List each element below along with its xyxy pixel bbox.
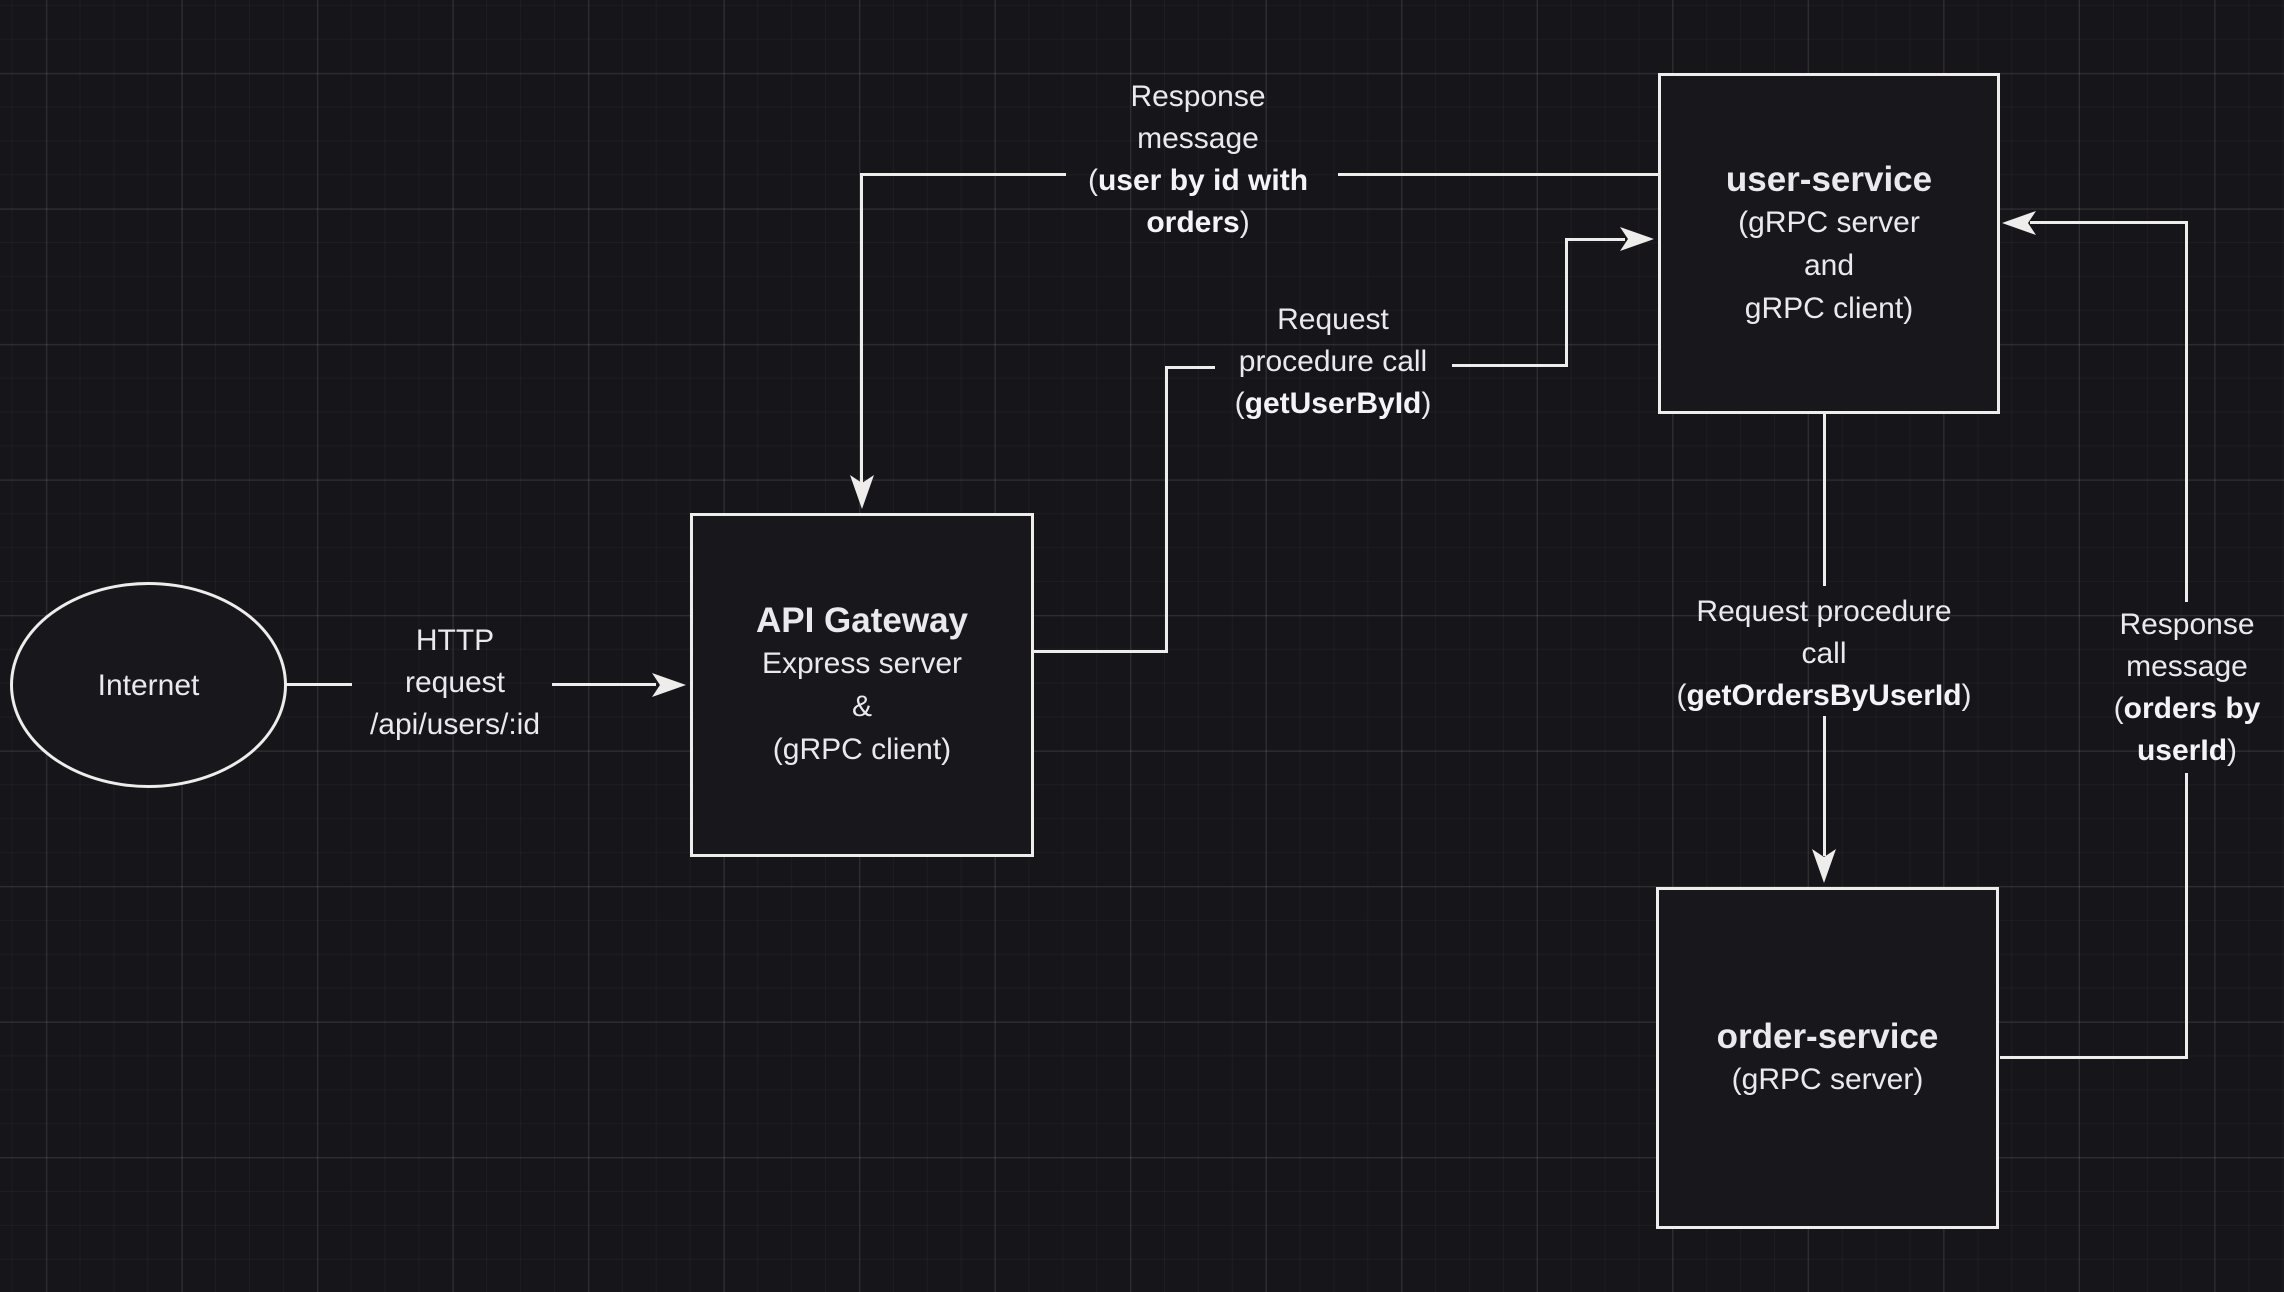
request-get-user-by-id-label: Request procedure call (getUserById) <box>1234 303 1432 420</box>
order-service-subtitle-line: (gRPC server) <box>1731 1063 1924 1096</box>
request-get-user-by-id-line-segment <box>1165 366 1168 653</box>
response-orders-line-segment <box>2000 1056 2188 1059</box>
request-get-orders-line-segment <box>1823 414 1826 586</box>
user-service-subtitle-line: and <box>1803 248 1855 282</box>
request-get-orders-line-segment <box>1823 716 1826 856</box>
user-service-subtitle-line: (gRPC server <box>1738 205 1920 239</box>
request-get-user-by-id-line-segment <box>1452 364 1568 367</box>
response-user-by-id-line-segment <box>860 173 863 483</box>
api-gateway-subtitle-line: & <box>851 690 872 723</box>
request-get-user-by-id-arrowhead <box>1620 226 1654 252</box>
request-get-orders-arrowhead <box>1811 849 1837 883</box>
node-user-service: user-service (gRPC server and gRPC clien… <box>1658 73 2000 414</box>
order-service-title: order-service <box>1716 1017 1939 1056</box>
internet-label: Internet <box>97 668 200 702</box>
response-user-by-id-line-segment <box>1338 173 1658 176</box>
api-gateway-subtitle-line: (gRPC client) <box>772 733 952 766</box>
node-internet: Internet <box>10 582 287 788</box>
response-user-by-id-arrowhead <box>849 475 875 509</box>
node-api-gateway: API Gateway Express server & (gRPC clien… <box>690 513 1034 857</box>
request-get-user-by-id-line-segment <box>1034 650 1168 653</box>
response-orders-line-segment <box>2185 222 2188 602</box>
node-order-service: order-service (gRPC server) <box>1656 887 1999 1229</box>
request-get-orders-label: Request procedure call (getOrdersByUserI… <box>1676 595 1972 712</box>
response-orders-arrowhead <box>2002 210 2036 236</box>
user-service-subtitle-line: gRPC client) <box>1744 291 1914 325</box>
http-request-line-segment <box>552 683 656 686</box>
user-service-title: user-service <box>1725 159 1933 199</box>
http-request-label: HTTP request /api/users/:id <box>369 624 541 741</box>
http-request-arrowhead <box>652 672 686 698</box>
response-orders-line-segment <box>2030 221 2188 224</box>
response-orders-line-segment <box>2185 773 2188 1059</box>
response-user-by-id-label: Response message (user by id with orders… <box>1087 80 1309 239</box>
api-gateway-title: API Gateway <box>755 601 969 640</box>
response-orders-label: Response message (orders by userId) <box>2113 608 2261 767</box>
http-request-line-segment <box>286 683 352 686</box>
request-get-user-by-id-line-segment <box>1565 238 1625 241</box>
api-gateway-subtitle-line: Express server <box>761 647 963 680</box>
request-get-user-by-id-line-segment <box>1565 238 1568 367</box>
response-user-by-id-line-segment <box>860 173 1066 176</box>
request-get-user-by-id-line-segment <box>1165 366 1215 369</box>
